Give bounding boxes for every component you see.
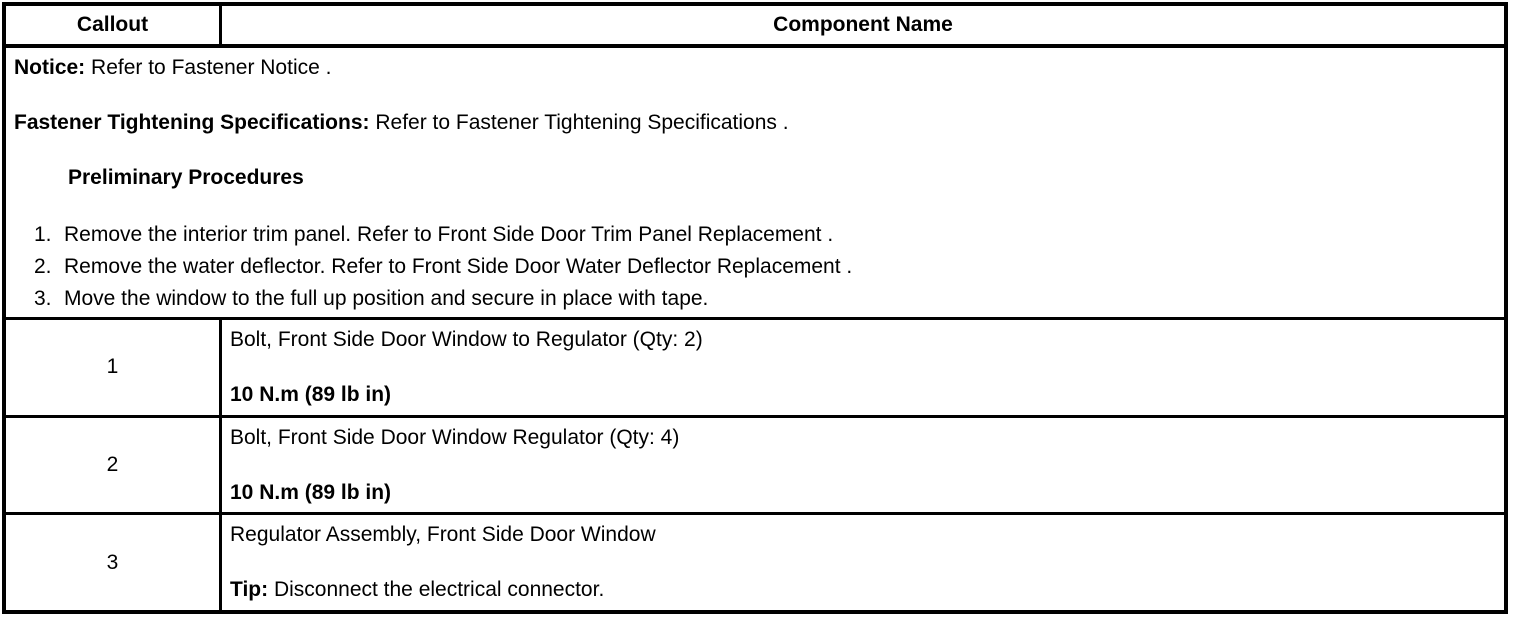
component-cell: Bolt, Front Side Door Window Regulator (… [222, 418, 1504, 513]
step-text-segment: Remove the water deflector. Refer to [64, 255, 412, 278]
callout-number: 1 [106, 355, 119, 379]
notice-section: Notice: Refer to Fastener Notice . Faste… [6, 48, 1504, 320]
list-item-step-3: 3. Move the window to the full up positio… [14, 283, 1492, 315]
table-row-callout-2: 2 Bolt, Front Side Door Window Regulator… [6, 417, 1504, 516]
callout-number: 3 [106, 550, 119, 574]
list-item-step-1: 1. Remove the interior trim panel. Refer … [14, 219, 1492, 251]
component-name: Regulator Assembly, Front Side Door Wind… [230, 523, 656, 547]
component-cell: Bolt, Front Side Door Window to Regulato… [222, 320, 1504, 415]
reference-front-side-door-trim-panel-replacement[interactable]: Front Side Door Trim Panel Replacement [437, 223, 822, 246]
step-text-segment: Remove the interior trim panel. Refer to [64, 223, 438, 246]
callout-number: 2 [106, 453, 119, 476]
callout-header-label: Callout [76, 13, 149, 36]
table-header-row: Callout Component Name [6, 6, 1504, 48]
fastener-spec-text: Refer to [369, 111, 456, 134]
callout-number-cell: 1 [6, 320, 222, 415]
callout-component-table: Callout Component Name Notice: Refer to … [2, 2, 1508, 614]
step-text: Remove the interior trim panel. Refer to… [64, 219, 1492, 251]
torque-spec: 10 N.m (89 lb in) [230, 383, 392, 406]
callout-number-cell: 3 [6, 515, 222, 611]
reference-front-side-door-water-deflector-replacement[interactable]: Front Side Door Water Deflector Replacem… [411, 255, 841, 278]
preliminary-procedures-heading: Preliminary Procedures [68, 166, 304, 189]
fastener-spec-label: Fastener Tightening Specifications: [14, 111, 370, 134]
list-item-step-2: 2. Remove the water deflector. Refer to F… [14, 251, 1492, 283]
step-number: 2. [34, 255, 52, 278]
step-number: 3. [34, 287, 52, 310]
reference-fastener-tightening-specifications[interactable]: Fastener Tightening Specifications [455, 111, 777, 134]
callout-number-cell: 2 [6, 417, 222, 513]
table-row-callout-3: 3 Regulator Assembly, Front Side Door Wi… [6, 515, 1504, 611]
fastener-spec-text-suffix: . [776, 111, 789, 134]
step-text-suffix: . [840, 255, 853, 278]
component-cell: Regulator Assembly, Front Side Door Wind… [222, 515, 1504, 610]
tip-text: Disconnect the electrical connector. [268, 578, 605, 602]
fastener-spec-paragraph: Fastener Tightening Specifications: Refe… [14, 109, 1492, 137]
component-name: Bolt, Front Side Door Window Regulator (… [230, 425, 680, 449]
tip-label: Tip: [230, 578, 269, 602]
column-header-component-name: Component Name [222, 6, 1504, 44]
tip-line: Tip: Disconnect the electrical connector… [230, 576, 1494, 604]
table-row-callout-1: 1 Bolt, Front Side Door Window to Regula… [6, 320, 1504, 418]
reference-fastener-notice[interactable]: Fastener Notice [171, 56, 320, 79]
component-header-label: Component Name [773, 13, 953, 36]
notice-text: Refer to [85, 56, 172, 79]
notice-label: Notice: [14, 56, 86, 79]
step-text: Remove the water deflector. Refer to Fro… [64, 251, 1492, 283]
notice-paragraph: Notice: Refer to Fastener Notice . [14, 54, 1492, 82]
notice-text-suffix: . [319, 56, 332, 79]
preliminary-steps-list: 1. Remove the interior trim panel. Refer … [14, 219, 1492, 315]
step-text: Move the window to the full up position … [64, 283, 1492, 315]
column-header-callout: Callout [6, 6, 222, 44]
step-text-segment: Move the window to the full up position … [64, 287, 709, 310]
step-number: 1. [34, 223, 52, 246]
component-name: Bolt, Front Side Door Window to Regulato… [230, 328, 703, 351]
torque-spec: 10 N.m (89 lb in) [230, 480, 392, 504]
step-text-suffix: . [821, 223, 834, 246]
